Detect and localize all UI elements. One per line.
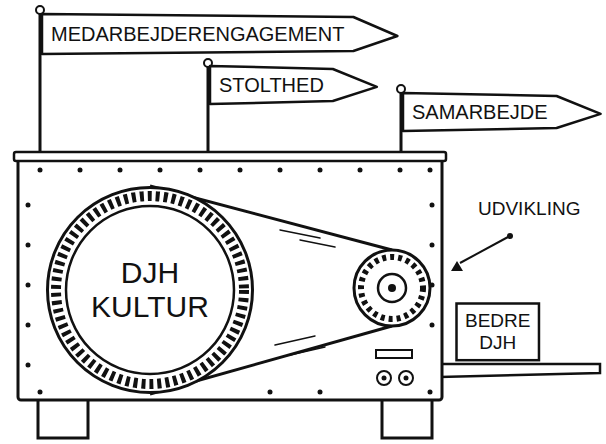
callout-label: UDVIKLING: [478, 198, 580, 220]
pennant-flag: SAMARBEJDE: [403, 93, 601, 131]
flag-text: STOLTHED: [219, 74, 324, 97]
control-knob: [377, 371, 391, 385]
box-shape: [457, 304, 539, 361]
rivet: [26, 283, 31, 288]
small-gear-axle: [388, 284, 396, 292]
rivet: [428, 168, 433, 173]
rivet: [38, 168, 43, 173]
housing-rim: [14, 152, 446, 161]
motion-line: [275, 336, 315, 345]
box-text: BEDRE DJH: [465, 310, 530, 354]
wheel-rim: [48, 188, 253, 393]
rivet: [278, 168, 283, 173]
leader-dot: [507, 233, 513, 239]
motion-line: [280, 230, 320, 238]
rivet: [238, 168, 243, 173]
rivet: [78, 168, 83, 173]
rivet: [118, 168, 123, 173]
rivet: [268, 390, 273, 395]
rivet: [38, 390, 43, 395]
small-gear-hub: [378, 274, 406, 302]
pennant-shape: [42, 14, 397, 54]
rivet: [398, 168, 403, 173]
wheel-teeth: [56, 196, 244, 384]
pennant-shape: [210, 66, 377, 104]
rivet: [318, 390, 323, 395]
motion-line: [290, 347, 325, 355]
flag-text: MEDARBEJDERENGAGEMENT: [51, 23, 344, 46]
wheel-text: DJH KULTUR: [91, 256, 209, 325]
rivet: [26, 203, 31, 208]
rivet: [198, 168, 203, 173]
small-gear-teeth: [361, 257, 423, 319]
pennant-flag: MEDARBEJDERENGAGEMENT: [42, 14, 397, 54]
rivet: [26, 243, 31, 248]
rivet: [26, 363, 31, 368]
control-knob-center: [404, 376, 409, 381]
control-slot: [376, 350, 412, 358]
small-gear: [354, 250, 430, 326]
motion-line: [300, 240, 335, 247]
rivet: [318, 168, 323, 173]
pennant-shape: [403, 93, 601, 131]
wheel-hub: [66, 206, 234, 374]
rivet: [430, 323, 435, 328]
leader-line: [460, 237, 508, 263]
machine-foot: [38, 398, 88, 438]
control-knob: [399, 371, 413, 385]
machine-foot: [382, 398, 432, 438]
output-box: BEDRE DJH: [455, 302, 540, 362]
control-knob-center: [382, 376, 387, 381]
gear-wheel: DJH KULTUR: [46, 186, 254, 394]
rivet: [158, 168, 163, 173]
flag-text: SAMARBEJDE: [412, 101, 548, 124]
rivet: [358, 168, 363, 173]
rivet: [430, 203, 435, 208]
rivet: [26, 323, 31, 328]
machine-housing: [18, 158, 442, 400]
output-tray: [440, 364, 600, 377]
rivet: [430, 243, 435, 248]
pennant-flag: STOLTHED: [210, 66, 377, 104]
rivet: [428, 390, 433, 395]
